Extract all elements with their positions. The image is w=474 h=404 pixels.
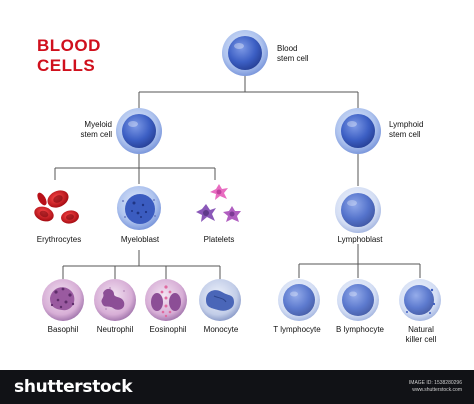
myeloblast-label: Myeloblast bbox=[120, 235, 160, 244]
image-id-block: IMAGE ID: 1538280296 www.shutterstock.co… bbox=[409, 380, 462, 394]
lymphoid-stem-cell-label: Lymphoid stem cell bbox=[389, 120, 423, 140]
monocyte-icon bbox=[199, 279, 241, 321]
myeloblast-icon bbox=[117, 186, 161, 230]
myeloid-stem-cell-label: Myeloid stem cell bbox=[74, 120, 112, 140]
natural-killer-cell-icon bbox=[399, 279, 441, 321]
myeloid-stem-cell-label-line-1: Myeloid bbox=[84, 120, 112, 129]
monocyte-label: Monocyte bbox=[203, 325, 239, 334]
erythrocytes-icon bbox=[34, 190, 79, 224]
footer-bar: shutterstock IMAGE ID: 1538280296 www.sh… bbox=[0, 370, 474, 404]
blood-stem-cell-label: Blood stem cell bbox=[277, 44, 309, 64]
b-lymphocyte-label: B lymphocyte bbox=[335, 325, 385, 334]
lymphoid-stem-cell-label-line-2: stem cell bbox=[389, 130, 421, 139]
site-url: www.shutterstock.com bbox=[412, 387, 462, 393]
blood-stem-cell-icon bbox=[222, 30, 268, 76]
diagram-title: BLOOD CELLS bbox=[37, 36, 101, 76]
lymphoid-stem-cell-icon bbox=[335, 108, 381, 154]
connector-lines bbox=[54, 76, 421, 280]
eosinophil-label: Eosinophil bbox=[149, 325, 187, 334]
lymphoblast-icon bbox=[335, 187, 381, 233]
t-lymphocyte-label: T lymphocyte bbox=[273, 325, 321, 334]
image-id-label: IMAGE ID: 1538280296 bbox=[408, 380, 462, 386]
blood-cells-diagram: BLOOD CELLS bbox=[34, 30, 441, 345]
neutrophil-icon bbox=[94, 279, 136, 321]
erythrocytes-label: Erythrocytes bbox=[36, 235, 82, 244]
title-line-2: CELLS bbox=[37, 56, 96, 75]
shutterstock-logo: shutterstock bbox=[14, 377, 133, 397]
lymphoblast-label: Lymphoblast bbox=[337, 235, 383, 244]
b-lymphocyte-icon bbox=[337, 279, 379, 321]
lymphoid-stem-cell-label-line-1: Lymphoid bbox=[389, 120, 424, 129]
eosinophil-icon bbox=[145, 279, 187, 321]
blood-stem-cell-label-line-2: stem cell bbox=[277, 54, 309, 63]
natural-killer-cell-label: Natural killer cell bbox=[406, 325, 437, 345]
natural-killer-cell-label-line-1: Natural bbox=[408, 325, 434, 334]
blood-stem-cell-label-line-1: Blood bbox=[277, 44, 298, 53]
platelets-icon bbox=[196, 184, 241, 222]
t-lymphocyte-icon bbox=[278, 279, 320, 321]
neutrophil-label: Neutrophil bbox=[96, 325, 134, 334]
diagram-graphics bbox=[34, 30, 441, 321]
natural-killer-cell-label-line-2: killer cell bbox=[405, 335, 437, 344]
basophil-label: Basophil bbox=[47, 325, 79, 334]
myeloid-stem-cell-label-line-2: stem cell bbox=[80, 130, 112, 139]
myeloid-stem-cell-icon bbox=[116, 108, 162, 154]
title-line-1: BLOOD bbox=[37, 36, 101, 55]
platelets-label: Platelets bbox=[203, 235, 235, 244]
basophil-icon bbox=[42, 279, 84, 321]
